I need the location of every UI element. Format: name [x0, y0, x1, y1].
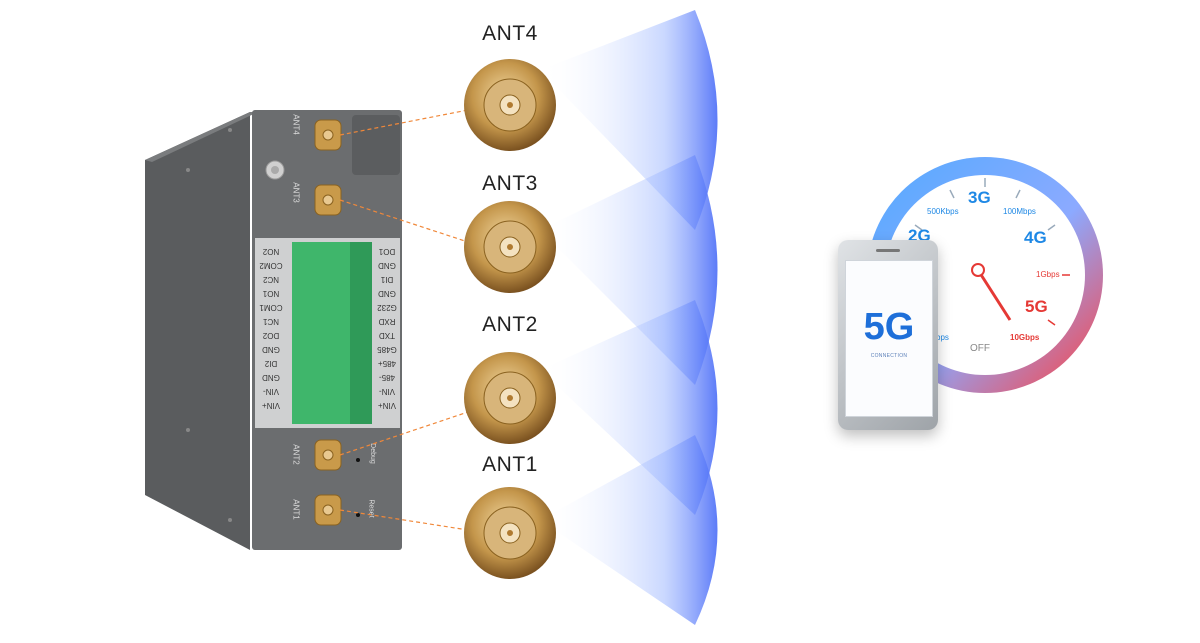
gauge-speed-500kbps: 500Kbps: [927, 207, 959, 216]
signal-waves: [540, 10, 718, 625]
ant2-label: ANT2: [482, 313, 538, 336]
phone-speaker: [876, 249, 900, 252]
phone-connection-text: CONNECTION: [870, 353, 908, 359]
gauge-gen-4g: 4G: [1024, 228, 1047, 247]
ant4-label: ANT4: [482, 22, 538, 45]
device-connectors: [314, 119, 360, 526]
router-device: [145, 110, 402, 550]
phone-screen: 5G CONNECTION: [845, 260, 933, 417]
phone-5g-text: 5G: [863, 306, 915, 348]
gauge-gen-3g: 3G: [968, 188, 991, 207]
gauge-speed-10gbps: 10Gbps: [1010, 333, 1040, 342]
gauge-speed-1gbps: 1Gbps: [1036, 270, 1060, 279]
ant3-label: ANT3: [482, 172, 538, 195]
gauge-speed-bps: bps: [936, 333, 949, 342]
gauge-off-label: OFF: [970, 343, 990, 354]
gauge-speed-100mbps: 100Mbps: [1003, 207, 1036, 216]
gauge-gen-5g: 5G: [1025, 297, 1048, 316]
connector-closeups: [464, 59, 556, 579]
phone: 5G CONNECTION: [838, 240, 938, 430]
ant1-label: ANT1: [482, 453, 538, 476]
